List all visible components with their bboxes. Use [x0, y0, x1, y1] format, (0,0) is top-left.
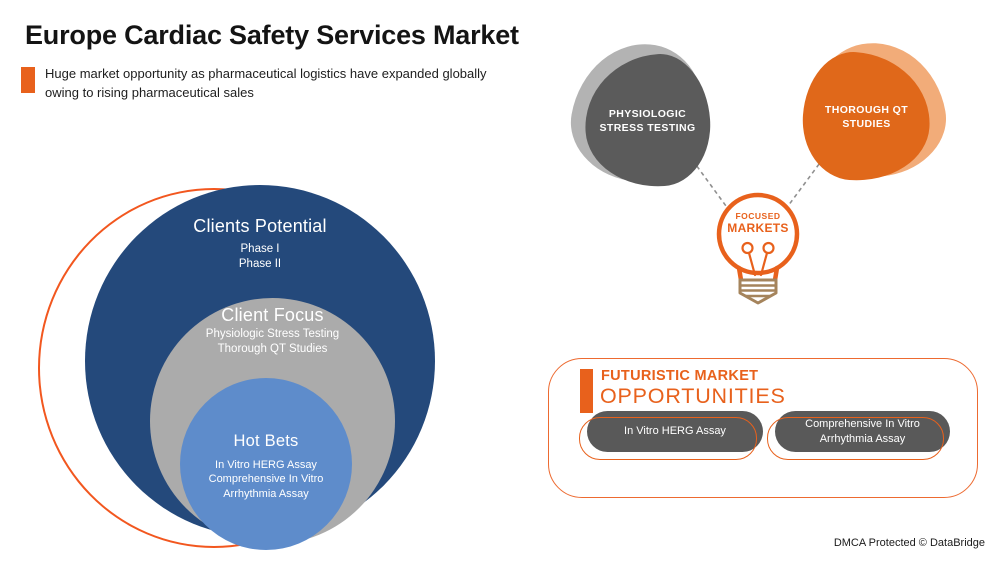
venn-outer-items: Phase I Phase II [85, 242, 435, 272]
futuristic-market-panel [548, 358, 978, 498]
venn-middle-items: Physiologic Stress Testing Thorough QT S… [150, 327, 395, 357]
bulb-filament-loop [762, 241, 775, 255]
panel-orange-bar [580, 369, 593, 413]
bulb-base-stripes [740, 284, 776, 298]
bulb-filament-loop [741, 241, 754, 255]
bulb-text-markets: MARKETS [727, 221, 788, 235]
page-subtitle: Huge market opportunity as pharmaceutica… [45, 65, 585, 103]
venn-circle-hot-bets [180, 378, 352, 550]
panel-title-line-1: FUTURISTIC MARKET [601, 368, 759, 384]
bulb-glass [716, 192, 800, 276]
lightbulb-icon: FOCUSED MARKETS [716, 192, 800, 305]
pill-comprehensive-in-vitro-arrhythmia-assay: Comprehensive In Vitro Arrhythmia Assay [767, 411, 950, 460]
venn-middle-label: Client Focus [221, 305, 324, 325]
pill-label: In Vitro HERG Assay [624, 425, 726, 438]
pill-in-vitro-herg-assay: In Vitro HERG Assay [579, 411, 763, 460]
venn-inner-item: In Vitro HERG Assay [215, 459, 317, 471]
venn-inner-item: Comprehensive In Vitro [208, 473, 324, 486]
gray-blob-label: PHYSIOLOGIC STRESS TESTING [599, 107, 696, 134]
venn-inner-item: Arrhythmia Assay [223, 487, 309, 500]
orange-bullet-marker [21, 67, 35, 93]
pill-label: Comprehensive In Vitro Arrhythmia Assay [805, 418, 920, 445]
subtitle-line-2: owing to rising pharmaceutical sales [45, 84, 254, 100]
bulb-filament-stems [747, 251, 769, 277]
venn-outer-item: Phase II [238, 257, 282, 270]
venn-inner-label: Hot Bets [233, 432, 299, 450]
dmca-copyright: DMCA Protected © DataBridge [833, 537, 985, 549]
venn-outer-label: Clients Potential [193, 216, 327, 236]
venn-outer-item: Phase I [240, 243, 280, 255]
orange-blob-label: THOROUGH QT STUDIES [824, 103, 909, 130]
venn-middle-item: Physiologic Stress Testing [205, 328, 340, 340]
bulb-text-focused: FOCUSED [735, 211, 780, 221]
subtitle-line-1: Huge market opportunity as pharmaceutica… [45, 66, 487, 81]
venn-middle-item: Thorough QT Studies [217, 342, 328, 355]
venn-inner-items: In Vitro HERG Assay Comprehensive In Vit… [180, 458, 352, 501]
page-title: Europe Cardiac Safety Services Market [25, 20, 519, 50]
bulb-neck [736, 265, 780, 283]
panel-title-line-2: OPPORTUNITIES [600, 384, 786, 408]
